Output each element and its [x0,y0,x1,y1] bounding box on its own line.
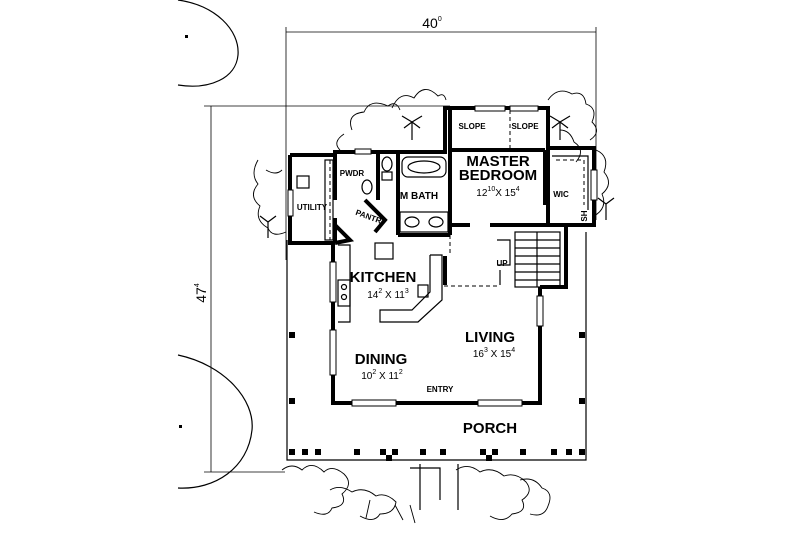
svg-text:400: 400 [422,15,442,31]
label-wic: WIC [553,190,569,199]
label-slope-left: SLOPE [458,122,486,131]
kitchen-counters [337,235,500,323]
depth-dimension: 474 [193,105,450,473]
label-pantry: PANTRY [354,208,388,228]
label-master-bedroom-dim: 1210X 154 [476,186,520,199]
label-kitchen: KITCHEN [350,269,417,286]
shrubs [253,89,609,524]
porch-outline [286,232,587,510]
tree-bottom-left [177,354,253,489]
label-m-bath: M BATH [400,191,438,202]
width-dimension: 400 [285,15,597,260]
room-labels: MASTER BEDROOM 1210X 154 SLOPE SLOPE WIC… [297,122,589,437]
tree-top-left [177,0,239,87]
interior-walls [333,110,566,285]
palm-plants [259,115,615,238]
bath-fixtures [296,110,589,241]
label-master-bedroom-2: BEDROOM [459,167,537,184]
label-entry: ENTRY [427,385,454,394]
label-kitchen-dim: 142 X 113 [367,288,409,301]
label-sh: SH [580,210,589,221]
label-slope-right: SLOPE [511,122,539,131]
label-pwdr: PWDR [340,169,365,178]
svg-text:474: 474 [193,283,209,303]
label-living-dim: 163 X 154 [473,347,515,360]
windows [287,105,598,407]
label-utility: UTILITY [297,203,328,212]
label-living: LIVING [465,329,515,346]
label-master-bedroom: MASTER [466,153,530,170]
label-porch: PORCH [463,420,517,437]
stairs [497,231,561,288]
label-dining-dim: 102 X 112 [361,369,403,382]
label-up: UP [496,259,508,268]
label-dining: DINING [355,351,408,368]
